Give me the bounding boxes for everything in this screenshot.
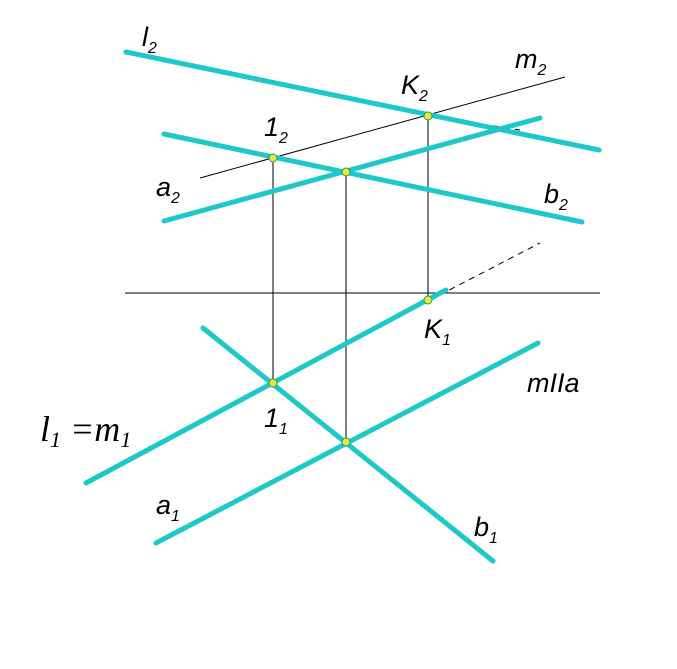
label-1-1: 11 — [264, 403, 288, 438]
line-l2 — [123, 49, 602, 153]
label-k1: K1 — [424, 314, 451, 349]
line-m2 — [199, 76, 566, 179]
point-1-2 — [268, 153, 278, 163]
label-a1: a1 — [156, 490, 180, 525]
line-a2 — [161, 115, 543, 224]
label-l1-m1: l1 =m1 — [40, 409, 131, 452]
point-k2 — [423, 111, 433, 121]
dashed-extension-lower — [429, 242, 541, 301]
label-k2: K2 — [401, 70, 428, 105]
label-1-2: 12 — [264, 112, 288, 147]
point-k1 — [423, 295, 433, 305]
point-ab-1 — [341, 437, 351, 447]
point-ab-2 — [341, 167, 351, 177]
line-b2 — [161, 131, 585, 225]
label-b2: b2 — [544, 179, 568, 214]
point-1-1 — [268, 378, 278, 388]
label-m2: m2 — [515, 44, 547, 79]
label-b1: b1 — [474, 512, 498, 547]
label-l2: l2 — [142, 22, 157, 57]
label-a2: a2 — [156, 172, 180, 207]
label-mla: mIIa — [527, 368, 580, 398]
line-l1-m1 — [83, 287, 449, 486]
